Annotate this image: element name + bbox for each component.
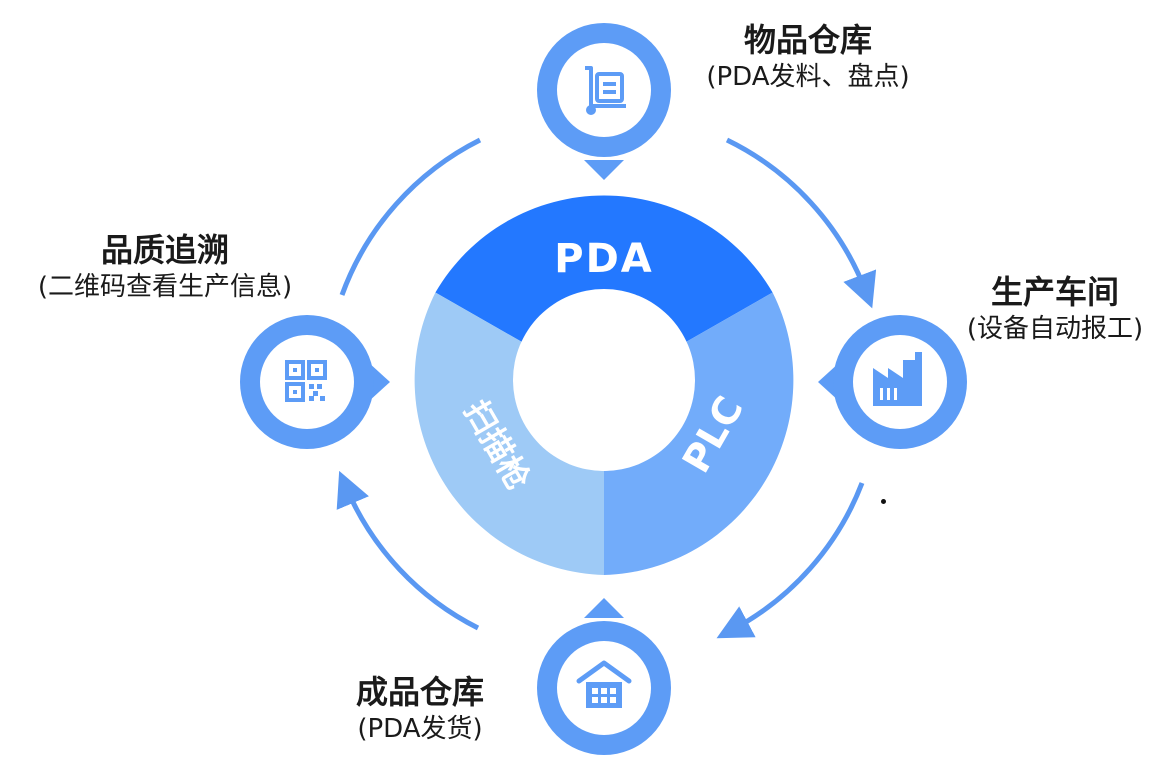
workshop-subtitle: (设备自动报工)	[966, 314, 1144, 344]
ring-segment-pda	[435, 195, 773, 344]
label-finished: 成品仓库 (PDA发货)	[320, 672, 520, 746]
factory-icon	[873, 352, 922, 406]
arrow-quality-to-warehouse	[339, 137, 482, 296]
house-icon	[576, 660, 632, 708]
cart-icon	[585, 66, 626, 115]
quality-title: 品质追溯	[100, 231, 229, 269]
label-quality: 品质追溯 (二维码查看生产信息)	[0, 230, 330, 304]
finished-title: 成品仓库	[355, 673, 484, 711]
node-warehouse[interactable]	[537, 23, 671, 180]
ring-segment-plc	[604, 292, 794, 575]
label-warehouse: 物品仓库 (PDA发料、盘点)	[693, 20, 923, 94]
arrow-finished-to-quality	[336, 470, 480, 631]
stray-dot	[881, 499, 886, 504]
label-workshop: 生产车间 (设备自动报工)	[950, 272, 1158, 346]
arrow-workshop-to-finished	[716, 482, 865, 639]
node-workshop[interactable]	[818, 315, 967, 449]
warehouse-title: 物品仓库	[743, 21, 872, 59]
arrow-warehouse-to-workshop	[725, 137, 877, 309]
warehouse-subtitle: (PDA发料、盘点)	[706, 62, 910, 92]
center-ring: PDA PLC 扫描枪	[414, 195, 794, 575]
node-finished[interactable]	[537, 598, 671, 755]
finished-subtitle: (PDA发货)	[357, 714, 483, 744]
qr-code-icon	[285, 360, 327, 402]
ring-segment-scanner	[414, 292, 604, 575]
quality-subtitle: (二维码查看生产信息)	[37, 272, 293, 302]
workshop-title: 生产车间	[990, 273, 1119, 311]
node-quality[interactable]	[240, 315, 390, 449]
ring-label-pda: PDA	[554, 236, 653, 282]
